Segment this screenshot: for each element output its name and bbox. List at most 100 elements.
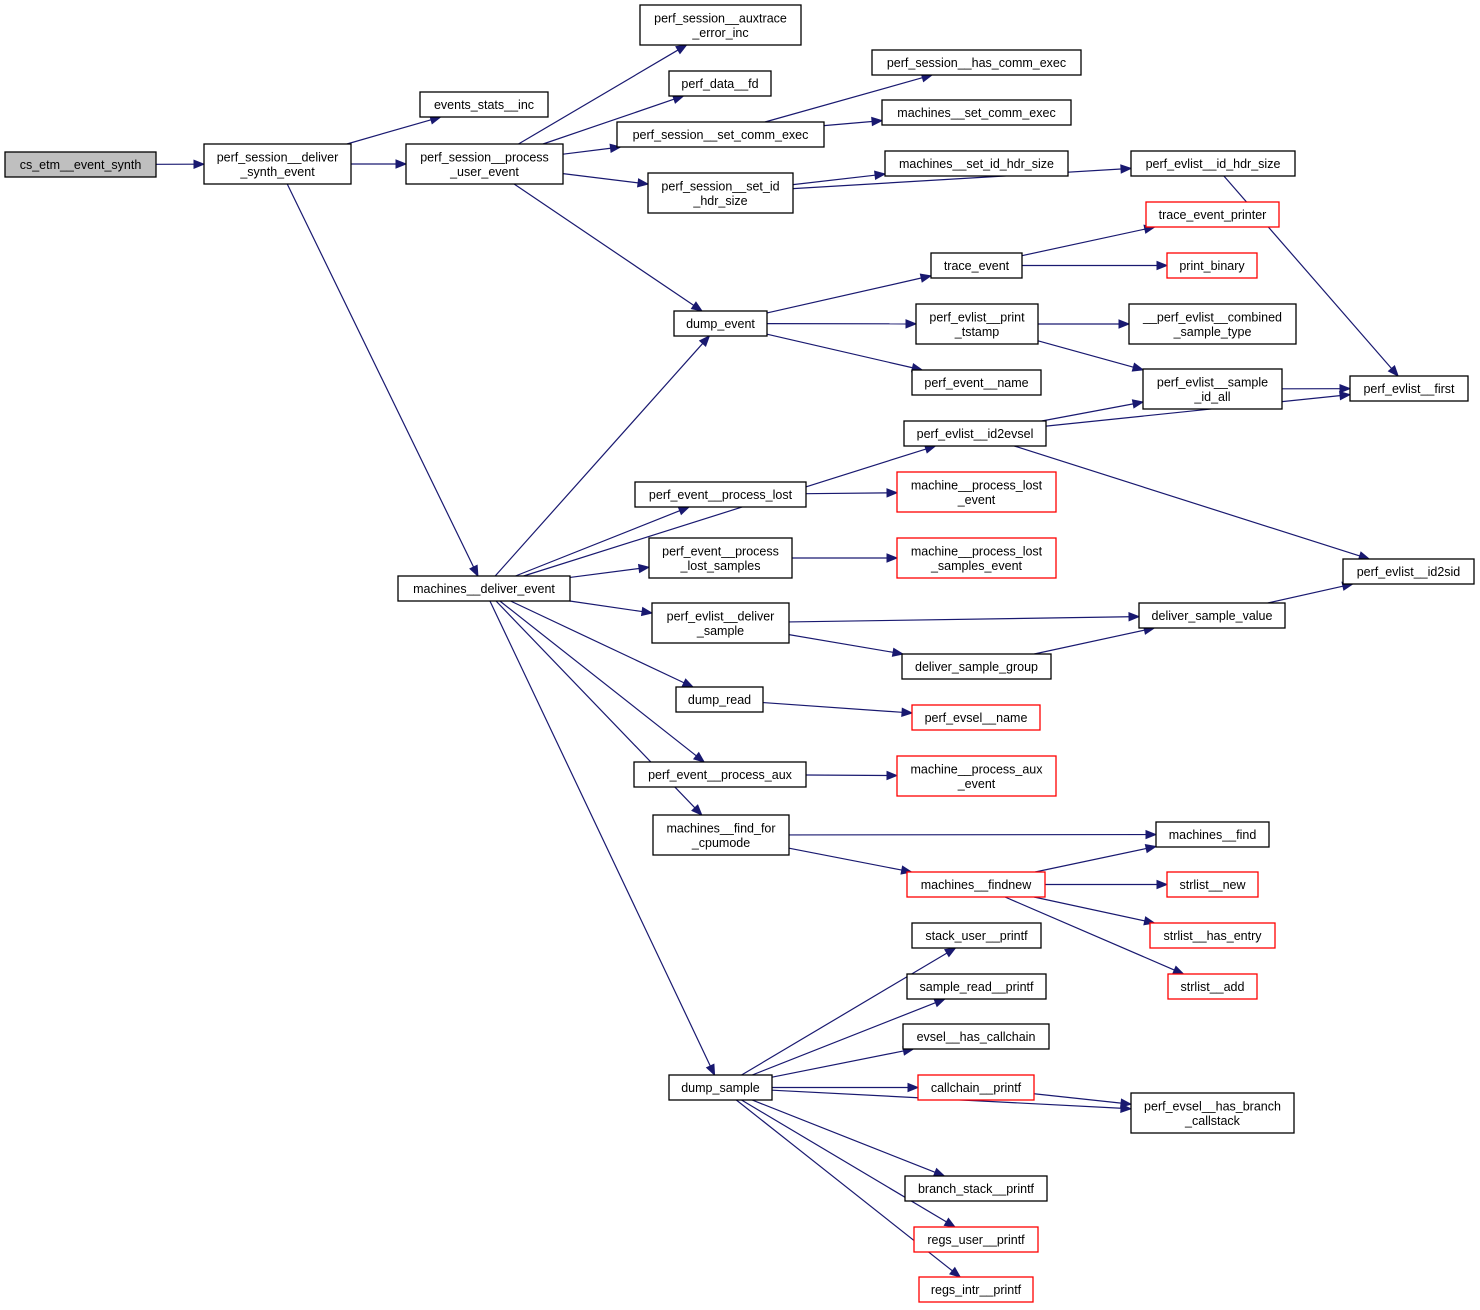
node-label: trace_event: [944, 259, 1010, 273]
arrowhead-icon: [874, 170, 887, 180]
node-cs-etm[interactable]: cs_etm__event_synth: [4, 151, 157, 178]
node-label: _tstamp: [954, 325, 1000, 339]
node-label: _hdr_size: [692, 194, 747, 208]
node-label: perf_evlist__print: [929, 310, 1025, 324]
node-label: regs_user__printf: [927, 1233, 1025, 1247]
edge-m-findnew-to-m-find: [1035, 843, 1158, 873]
node-label: _user_event: [449, 165, 519, 179]
edge-line: [741, 952, 948, 1076]
arrowhead-icon: [871, 116, 884, 127]
node-m-process-aux[interactable]: machine__process_aux_event: [896, 755, 1057, 797]
arrowhead-icon: [1171, 965, 1185, 975]
edge-line: [1014, 445, 1360, 557]
node-box: [633, 761, 807, 788]
node-m-find[interactable]: machines__find: [1155, 821, 1270, 848]
node-process-lost-samples[interactable]: perf_event__process_lost_samples: [648, 537, 793, 579]
node-box: [896, 537, 1057, 579]
node-event-name[interactable]: perf_event__name: [911, 369, 1042, 396]
node-auxtrace-err[interactable]: perf_session__auxtrace_error_inc: [639, 4, 802, 46]
edge-line: [569, 567, 640, 579]
node-box: [675, 686, 764, 713]
node-trace-event[interactable]: trace_event: [930, 252, 1023, 279]
node-print-tstamp[interactable]: perf_evlist__print_tstamp: [915, 303, 1039, 345]
node-process-lost[interactable]: perf_event__process_lost: [634, 481, 807, 508]
node-sample-read-printf[interactable]: sample_read__printf: [906, 973, 1047, 1000]
arrowhead-icon: [891, 647, 905, 657]
node-label: deliver_sample_group: [915, 660, 1038, 674]
node-callchain-printf[interactable]: callchain__printf: [917, 1074, 1035, 1101]
node-id2sid[interactable]: perf_evlist__id2sid: [1342, 558, 1475, 585]
node-box: [911, 922, 1042, 949]
edge-set-id-hdr-to-m-set-id-hdr: [792, 170, 887, 186]
node-evsel-name[interactable]: perf_evsel__name: [911, 704, 1041, 731]
edge-line: [792, 168, 1122, 190]
node-evlist-first[interactable]: perf_evlist__first: [1349, 375, 1469, 402]
node-box: [419, 91, 549, 118]
node-strlist-new[interactable]: strlist__new: [1166, 871, 1259, 898]
node-branch-stack-printf[interactable]: branch_stack__printf: [904, 1175, 1048, 1202]
edge-line: [751, 1099, 936, 1173]
node-process-user[interactable]: perf_session__process_user_event: [405, 143, 564, 185]
node-dump-read[interactable]: dump_read: [675, 686, 764, 713]
node-box: [1149, 922, 1276, 949]
node-evlist-id-hdr[interactable]: perf_evlist__id_hdr_size: [1130, 150, 1296, 177]
node-label: perf_event__process_lost: [649, 488, 793, 502]
node-label: _id_all: [1193, 390, 1230, 404]
node-label: _sample_type: [1173, 325, 1252, 339]
edge-print-tstamp-to-combined-sample: [1038, 319, 1131, 329]
node-m-process-lost[interactable]: machine__process_lost_event: [896, 471, 1057, 513]
node-print-binary[interactable]: print_binary: [1166, 252, 1258, 279]
node-deliver-sample-group[interactable]: deliver_sample_group: [901, 653, 1052, 680]
node-trace-event-printer[interactable]: trace_event_printer: [1145, 201, 1280, 228]
arrowhead-icon: [905, 319, 918, 329]
edge-line: [766, 277, 922, 314]
node-m-set-id-hdr[interactable]: machines__set_id_hdr_size: [884, 150, 1069, 177]
node-deliver-event[interactable]: machines__deliver_event: [397, 575, 571, 602]
arrowhead-icon: [933, 998, 947, 1008]
node-box: [1130, 1092, 1295, 1134]
node-set-comm-exec[interactable]: perf_session__set_comm_exec: [616, 121, 825, 148]
node-dump-event[interactable]: dump_event: [673, 310, 768, 337]
edge-dump-event-to-print-tstamp: [766, 319, 918, 329]
node-set-id-hdr[interactable]: perf_session__set_id_hdr_size: [647, 172, 794, 214]
node-sample-id-all[interactable]: perf_evlist__sample_id_all: [1142, 368, 1283, 410]
node-deliver-sample-value[interactable]: deliver_sample_value: [1138, 602, 1286, 629]
node-box: [896, 755, 1057, 797]
node-dump-sample[interactable]: dump_sample: [668, 1074, 773, 1101]
node-label: branch_stack__printf: [918, 1182, 1035, 1196]
arrowhead-icon: [886, 488, 899, 498]
node-find-for-cpumode[interactable]: machines__find_for_cpumode: [652, 814, 790, 856]
node-regs-user-printf[interactable]: regs_user__printf: [913, 1226, 1039, 1253]
edge-trace-event-to-print-binary: [1022, 260, 1169, 271]
edge-m-findnew-to-strlist-new: [1045, 879, 1169, 890]
node-evsel-has-callchain[interactable]: evsel__has_callchain: [902, 1023, 1050, 1050]
edge-line: [741, 1099, 947, 1223]
node-data-fd[interactable]: perf_data__fd: [668, 70, 772, 97]
node-m-process-lost-samples[interactable]: machine__process_lost_samples_event: [896, 537, 1057, 579]
edge-id2evsel-to-evlist-first: [1045, 390, 1352, 427]
node-deliver-sample[interactable]: perf_evlist__deliver_sample: [651, 602, 790, 644]
node-stack-user-printf[interactable]: stack_user__printf: [911, 922, 1042, 949]
node-label: dump_read: [688, 693, 751, 707]
node-has-branch-callstack[interactable]: perf_evsel__has_branch_callstack: [1130, 1092, 1295, 1134]
node-m-findnew[interactable]: machines__findnew: [906, 871, 1046, 898]
node-box: [901, 653, 1052, 680]
node-strlist-add[interactable]: strlist__add: [1167, 973, 1258, 1000]
edge-process-user-to-dump-event: [513, 183, 704, 312]
edge-process-aux-to-m-process-aux: [805, 770, 899, 781]
node-id2evsel[interactable]: perf_evlist__id2evsel: [903, 420, 1047, 447]
edge-process-user-to-set-id-hdr: [562, 173, 650, 188]
node-regs-intr-printf[interactable]: regs_intr__printf: [918, 1276, 1034, 1303]
edge-line: [569, 600, 643, 613]
node-strlist-has-entry[interactable]: strlist__has_entry: [1149, 922, 1276, 949]
node-has-comm-exec[interactable]: perf_session__has_comm_exec: [871, 49, 1082, 76]
node-combined-sample[interactable]: __perf_evlist__combined_sample_type: [1128, 303, 1297, 345]
edge-sample-id-all-to-evlist-first: [1281, 383, 1352, 394]
node-process-aux[interactable]: perf_event__process_aux: [633, 761, 807, 788]
arrowhead-icon: [692, 751, 706, 763]
node-box: [918, 1276, 1034, 1303]
node-deliver-synth[interactable]: perf_session__deliver_synth_event: [203, 143, 352, 185]
node-label: perf_evsel__has_branch: [1144, 1099, 1281, 1113]
node-m-set-comm-exec[interactable]: machines__set_comm_exec: [881, 99, 1072, 126]
node-events-stats[interactable]: events_stats__inc: [419, 91, 549, 118]
